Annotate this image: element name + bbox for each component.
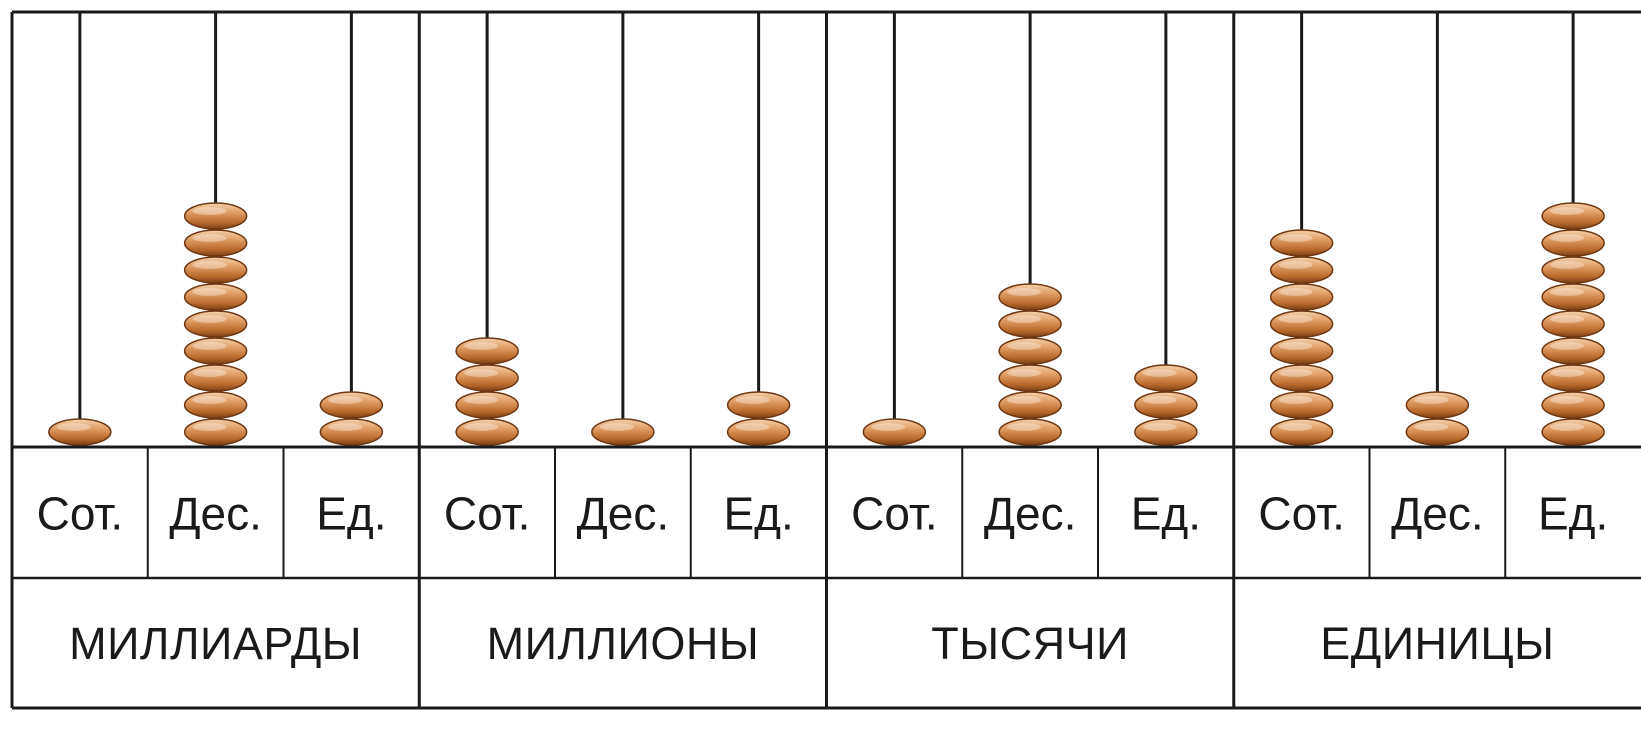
abacus-bead xyxy=(1271,392,1333,418)
place-label: Сот. xyxy=(444,488,531,540)
class-label: ЕДИНИЦЫ xyxy=(1320,618,1554,669)
abacus-bead xyxy=(185,203,247,229)
abacus-bead xyxy=(1542,419,1604,445)
abacus-bead xyxy=(456,365,518,391)
abacus-bead xyxy=(1406,419,1468,445)
abacus-bead xyxy=(1271,365,1333,391)
place-label: Сот. xyxy=(1258,488,1345,540)
abacus-bead xyxy=(185,284,247,310)
abacus-bead xyxy=(185,365,247,391)
abacus-bead xyxy=(999,311,1061,337)
abacus-bead xyxy=(999,338,1061,364)
abacus-bead xyxy=(592,419,654,445)
abacus-bead xyxy=(185,257,247,283)
abacus-bead xyxy=(999,284,1061,310)
place-label: Дес. xyxy=(169,488,262,540)
place-label: Дес. xyxy=(1391,488,1484,540)
abacus-bead xyxy=(999,392,1061,418)
abacus-bead xyxy=(1542,230,1604,256)
abacus-bead xyxy=(1271,419,1333,445)
abacus-bead xyxy=(1406,392,1468,418)
abacus-bead xyxy=(1542,338,1604,364)
abacus-bead xyxy=(728,392,790,418)
class-label: МИЛЛИАРДЫ xyxy=(69,618,362,669)
abacus-bead xyxy=(1271,311,1333,337)
abacus-bead xyxy=(1542,284,1604,310)
abacus-bead xyxy=(1271,338,1333,364)
place-label: Ед. xyxy=(1538,488,1608,540)
abacus-bead xyxy=(185,392,247,418)
place-label: Сот. xyxy=(851,488,938,540)
abacus-bead xyxy=(49,419,111,445)
abacus-bead xyxy=(1135,365,1197,391)
abacus-bead xyxy=(1542,392,1604,418)
abacus-bead xyxy=(320,419,382,445)
place-label: Дес. xyxy=(577,488,670,540)
abacus-bead xyxy=(456,392,518,418)
abacus-bead xyxy=(185,338,247,364)
place-label: Ед. xyxy=(723,488,793,540)
abacus-bead xyxy=(1135,419,1197,445)
abacus-frame xyxy=(12,12,1641,708)
abacus-bead xyxy=(1542,257,1604,283)
abacus-bead xyxy=(728,419,790,445)
class-label: ТЫСЯЧИ xyxy=(931,618,1129,669)
abacus-bead xyxy=(999,365,1061,391)
place-label: Дес. xyxy=(984,488,1077,540)
abacus-bead xyxy=(456,419,518,445)
abacus-bead xyxy=(999,419,1061,445)
abacus-bead xyxy=(1135,392,1197,418)
place-label: Сот. xyxy=(37,488,124,540)
abacus-bead xyxy=(456,338,518,364)
class-label: МИЛЛИОНЫ xyxy=(487,618,760,669)
abacus-bead xyxy=(1271,230,1333,256)
abacus-bead xyxy=(185,230,247,256)
abacus-bead xyxy=(1271,284,1333,310)
abacus-bead xyxy=(1271,257,1333,283)
place-label: Ед. xyxy=(316,488,386,540)
abacus-bead xyxy=(863,419,925,445)
abacus-bead xyxy=(185,419,247,445)
abacus-bead xyxy=(320,392,382,418)
place-label: Ед. xyxy=(1131,488,1201,540)
abacus-bead xyxy=(1542,311,1604,337)
abacus-bead xyxy=(1542,203,1604,229)
abacus-bead xyxy=(185,311,247,337)
abacus-bead xyxy=(1542,365,1604,391)
